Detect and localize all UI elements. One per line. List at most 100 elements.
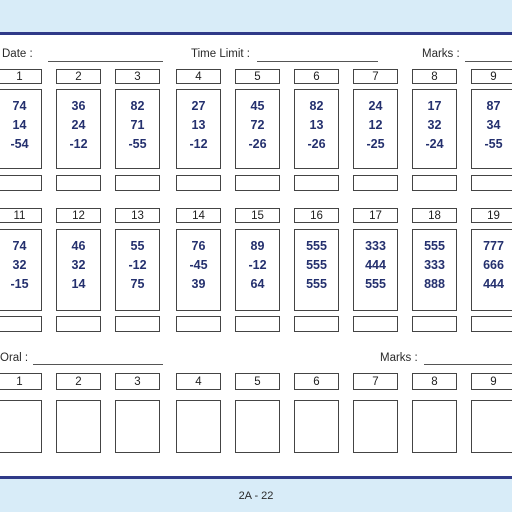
- addend: 444: [483, 277, 504, 291]
- addend: -45: [189, 258, 208, 272]
- oral-answer-box[interactable]: [412, 400, 457, 453]
- answer-box[interactable]: [115, 175, 160, 191]
- problem-number: 12: [56, 208, 101, 223]
- oral-marks-blank[interactable]: [424, 364, 512, 365]
- oral-number: 5: [235, 373, 280, 390]
- answer-box[interactable]: [176, 316, 221, 332]
- problem-number: 16: [294, 208, 339, 223]
- addend: 32: [12, 258, 27, 272]
- addend: 71: [130, 118, 145, 132]
- oral-answer-box[interactable]: [56, 400, 101, 453]
- addend: 777: [483, 239, 504, 253]
- oral-answer-box[interactable]: [294, 400, 339, 453]
- addend: 74: [12, 239, 27, 253]
- problem-number: 19: [471, 208, 512, 223]
- answer-box[interactable]: [353, 175, 398, 191]
- addend: 444: [365, 258, 386, 272]
- addend: 14: [12, 118, 27, 132]
- answer-box[interactable]: [353, 316, 398, 332]
- addend: -55: [128, 137, 147, 151]
- answer-box[interactable]: [0, 316, 42, 332]
- addend: -12: [69, 137, 88, 151]
- problem-number: 18: [412, 208, 457, 223]
- answer-box[interactable]: [56, 316, 101, 332]
- problem-number: 9: [471, 69, 512, 84]
- addend: -25: [366, 137, 385, 151]
- addend: -24: [425, 137, 444, 151]
- addend: 64: [250, 277, 265, 291]
- oral-number: 2: [56, 373, 101, 390]
- problem-number: 1: [0, 69, 42, 84]
- problem-number: 3: [115, 69, 160, 84]
- oral-answer-box[interactable]: [471, 400, 512, 453]
- addend: 34: [486, 118, 501, 132]
- addend: 89: [250, 239, 265, 253]
- page-code: 2A - 22: [238, 490, 274, 502]
- bottom-rule: [0, 476, 512, 479]
- oral-blank[interactable]: [33, 364, 163, 365]
- oral-number: 3: [115, 373, 160, 390]
- answer-box[interactable]: [294, 316, 339, 332]
- time-limit-blank[interactable]: [257, 61, 378, 62]
- addend: 27: [191, 99, 206, 113]
- answer-box[interactable]: [294, 175, 339, 191]
- answer-box[interactable]: [235, 175, 280, 191]
- oral-answer-box[interactable]: [0, 400, 42, 453]
- problem-number: 2: [56, 69, 101, 84]
- answer-box[interactable]: [412, 175, 457, 191]
- oral-number: 9: [471, 373, 512, 390]
- addend: 13: [309, 118, 324, 132]
- answer-box[interactable]: [235, 316, 280, 332]
- oral-answer-box[interactable]: [353, 400, 398, 453]
- addend: 45: [250, 99, 265, 113]
- date-label: Date :: [2, 48, 33, 60]
- marks-blank[interactable]: [465, 61, 512, 62]
- oral-number: 7: [353, 373, 398, 390]
- answer-box[interactable]: [412, 316, 457, 332]
- answer-box[interactable]: [471, 175, 512, 191]
- problem-number: 7: [353, 69, 398, 84]
- addend: 55: [130, 239, 145, 253]
- oral-answer-box[interactable]: [235, 400, 280, 453]
- oral-number: 4: [176, 373, 221, 390]
- answer-box[interactable]: [56, 175, 101, 191]
- addend: 12: [368, 118, 383, 132]
- answer-box[interactable]: [115, 316, 160, 332]
- addend: 555: [306, 277, 327, 291]
- addend: 13: [191, 118, 206, 132]
- addend: 39: [191, 277, 206, 291]
- addend: 87: [486, 99, 501, 113]
- answer-box[interactable]: [176, 175, 221, 191]
- addend: -15: [10, 277, 29, 291]
- date-blank[interactable]: [48, 61, 163, 62]
- addend: 666: [483, 258, 504, 272]
- addend: 555: [306, 239, 327, 253]
- marks-label: Marks :: [422, 48, 460, 60]
- answer-box[interactable]: [0, 175, 42, 191]
- addend: 555: [306, 258, 327, 272]
- oral-answer-box[interactable]: [176, 400, 221, 453]
- problem-number: 13: [115, 208, 160, 223]
- addend: -26: [248, 137, 267, 151]
- addend: 82: [309, 99, 324, 113]
- answer-box[interactable]: [471, 316, 512, 332]
- problem-number: 4: [176, 69, 221, 84]
- oral-number: 8: [412, 373, 457, 390]
- problem-number: 14: [176, 208, 221, 223]
- time-limit-label: Time Limit :: [191, 48, 250, 60]
- addend: 32: [71, 258, 86, 272]
- addend: 17: [427, 99, 442, 113]
- oral-answer-box[interactable]: [115, 400, 160, 453]
- addend: 36: [71, 99, 86, 113]
